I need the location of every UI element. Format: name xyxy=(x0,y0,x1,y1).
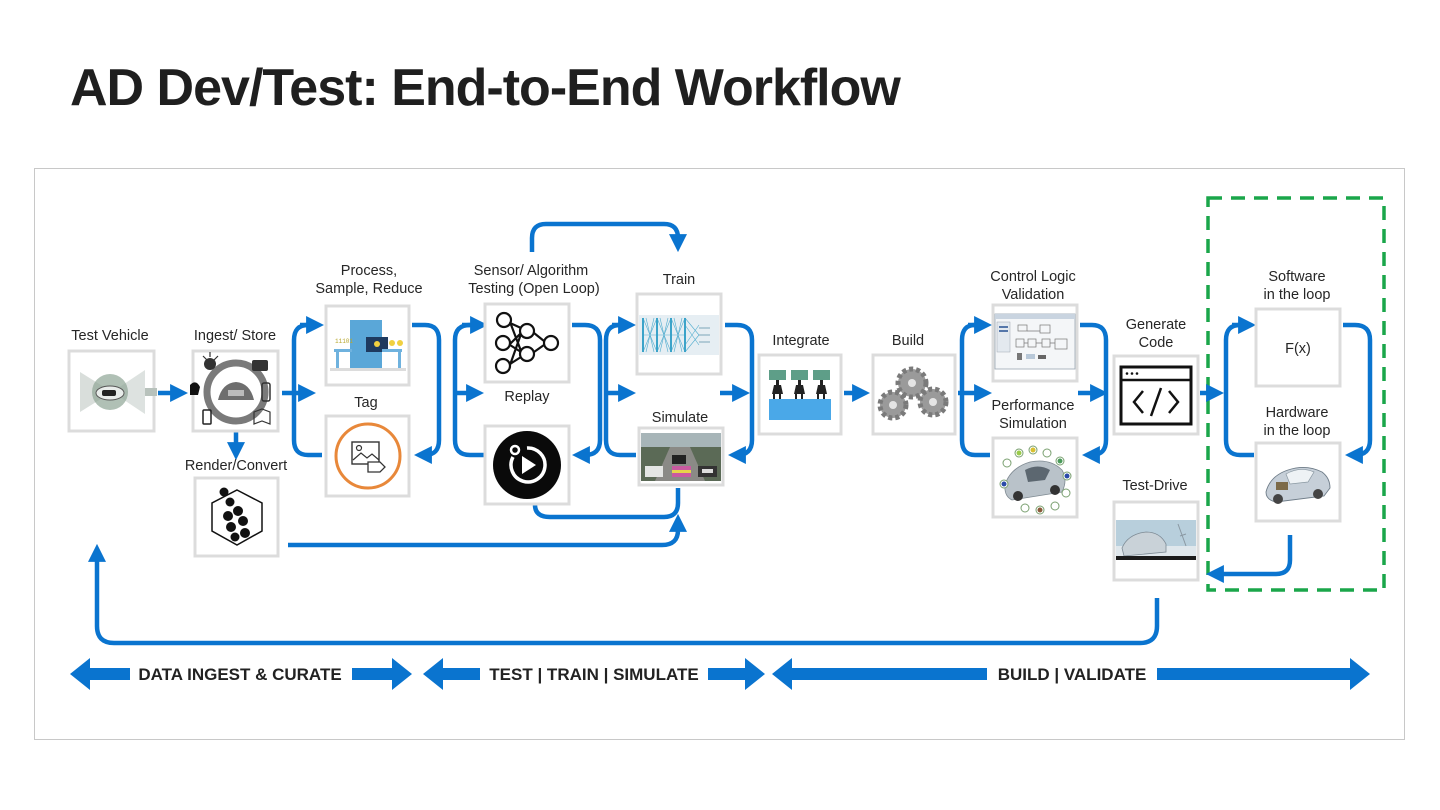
function-fx-text: F(x) xyxy=(1285,341,1311,357)
data-machine-icon: 11101 xyxy=(330,320,406,371)
bracket-test-right xyxy=(571,322,603,464)
node-performance-simulation[interactable]: Performance Simulation xyxy=(991,398,1079,519)
deep-network-icon xyxy=(639,315,719,355)
page-title: AD Dev/Test: End-to-End Workflow xyxy=(70,59,901,117)
test-drive-label: Test-Drive xyxy=(1122,478,1187,494)
sensor-testing-label-line2: Testing (Open Loop) xyxy=(468,281,599,297)
process-label-line2: Sample, Reduce xyxy=(315,281,422,297)
phase-data-ingest-curate: DATA INGEST & CURATE xyxy=(70,658,412,690)
build-label: Build xyxy=(892,333,924,349)
bracket-train-right xyxy=(725,322,755,464)
node-build[interactable]: Build xyxy=(871,333,957,436)
phase3-right-arrow-icon xyxy=(1157,658,1370,690)
bracket-train-left xyxy=(603,322,636,458)
control-logic-label-line2: Validation xyxy=(1002,287,1065,303)
tag-label: Tag xyxy=(354,395,377,411)
phase2-label: TEST | TRAIN | SIMULATE xyxy=(489,665,698,684)
generate-code-label-line2: Code xyxy=(1139,335,1174,351)
simulate-label: Simulate xyxy=(652,410,708,426)
car-components-icon xyxy=(999,445,1072,515)
node-replay[interactable]: Replay xyxy=(483,389,571,506)
sensor-car-icon xyxy=(80,370,157,414)
software-loop-label-line2: in the loop xyxy=(1264,287,1331,303)
diagram-frame xyxy=(34,168,1405,740)
train-label: Train xyxy=(663,272,696,288)
hardware-loop-label-line1: Hardware xyxy=(1266,405,1329,421)
bracket-validate-left xyxy=(959,322,990,458)
phase2-right-arrow-icon xyxy=(708,658,765,690)
phase3-left-arrow-icon xyxy=(772,658,987,690)
bracket-curate-right xyxy=(412,322,442,464)
sensor-testing-label-line1: Sensor/ Algorithm xyxy=(474,263,588,279)
hexagon-cubes-icon xyxy=(211,487,263,546)
node-simulate[interactable]: Simulate xyxy=(637,410,725,487)
bracket-test-left xyxy=(452,322,488,458)
steering-wheel-sensors-icon xyxy=(190,352,271,425)
bracket-validate-right xyxy=(1080,322,1109,464)
xray-car-icon xyxy=(1265,467,1331,504)
plug-integrate-icon xyxy=(769,370,831,420)
software-loop-label-line1: Software xyxy=(1268,269,1325,285)
node-software-in-the-loop[interactable]: Software in the loop F(x) xyxy=(1254,269,1342,388)
test-vehicle-label: Test Vehicle xyxy=(71,328,148,344)
image-tag-icon xyxy=(334,422,402,490)
arrow-hardware-to-testdrive xyxy=(1205,535,1293,583)
node-sensor-algorithm-testing[interactable]: Sensor/ Algorithm Testing (Open Loop) xyxy=(468,263,600,384)
node-control-logic-validation[interactable]: Control Logic Validation xyxy=(990,269,1079,383)
phase1-label: DATA INGEST & CURATE xyxy=(138,665,341,684)
node-tag[interactable]: Tag xyxy=(324,395,411,498)
code-window-icon xyxy=(1119,365,1193,426)
arrow-replay-to-simulate xyxy=(532,488,681,520)
bracket-loop-left xyxy=(1223,322,1254,458)
replay-icon xyxy=(493,431,561,499)
phase2-left-arrow-icon xyxy=(423,658,480,690)
integrate-label: Integrate xyxy=(772,333,829,349)
driving-simulation-icon xyxy=(641,433,721,481)
performance-label-line2: Simulation xyxy=(999,416,1067,432)
node-ingest-store[interactable]: Ingest/ Store xyxy=(190,328,280,433)
node-hardware-in-the-loop[interactable]: Hardware in the loop xyxy=(1254,405,1342,523)
flow-arrows xyxy=(88,221,1373,646)
arrow-render-to-simulate xyxy=(288,513,687,548)
phase3-label: BUILD | VALIDATE xyxy=(998,665,1147,684)
phase1-right-arrow-icon xyxy=(352,658,412,690)
node-render-convert[interactable]: Render/Convert xyxy=(185,458,287,558)
replay-label: Replay xyxy=(504,389,550,405)
node-integrate[interactable]: Integrate xyxy=(757,333,843,436)
phase-test-train-simulate: TEST | TRAIN | SIMULATE xyxy=(423,658,765,690)
arrow-sensor-to-train-top xyxy=(529,221,687,253)
performance-label-line1: Performance xyxy=(991,398,1074,414)
gears-icon xyxy=(877,366,949,421)
phase-bar: DATA INGEST & CURATE TEST | TRAIN | SIMU… xyxy=(70,658,1370,690)
phase1-left-arrow-icon xyxy=(70,658,130,690)
ingest-store-label: Ingest/ Store xyxy=(194,328,276,344)
hardware-loop-label-line2: in the loop xyxy=(1264,423,1331,439)
arrow-testdrive-to-vehicle xyxy=(88,543,1160,646)
render-convert-label: Render/Convert xyxy=(185,458,287,474)
generate-code-label-line1: Generate xyxy=(1126,317,1186,333)
node-test-vehicle[interactable]: Test Vehicle xyxy=(67,328,157,433)
phase-build-validate: BUILD | VALIDATE xyxy=(772,658,1370,690)
bracket-loop-right xyxy=(1343,322,1373,464)
winter-car-icon xyxy=(1116,520,1196,560)
node-train[interactable]: Train xyxy=(635,272,723,376)
svg-text:11101: 11101 xyxy=(335,338,353,345)
node-test-drive[interactable]: Test-Drive xyxy=(1112,478,1200,582)
node-generate-code[interactable]: Generate Code xyxy=(1112,317,1200,436)
bracket-curate-left xyxy=(291,322,322,458)
control-model-icon xyxy=(994,313,1076,370)
in-the-loop-boundary xyxy=(1206,196,1386,592)
neural-network-icon xyxy=(494,311,560,375)
control-logic-label-line1: Control Logic xyxy=(990,269,1075,285)
node-process-sample-reduce[interactable]: Process, Sample, Reduce 11101 xyxy=(315,263,423,387)
process-label-line1: Process, xyxy=(341,263,397,279)
